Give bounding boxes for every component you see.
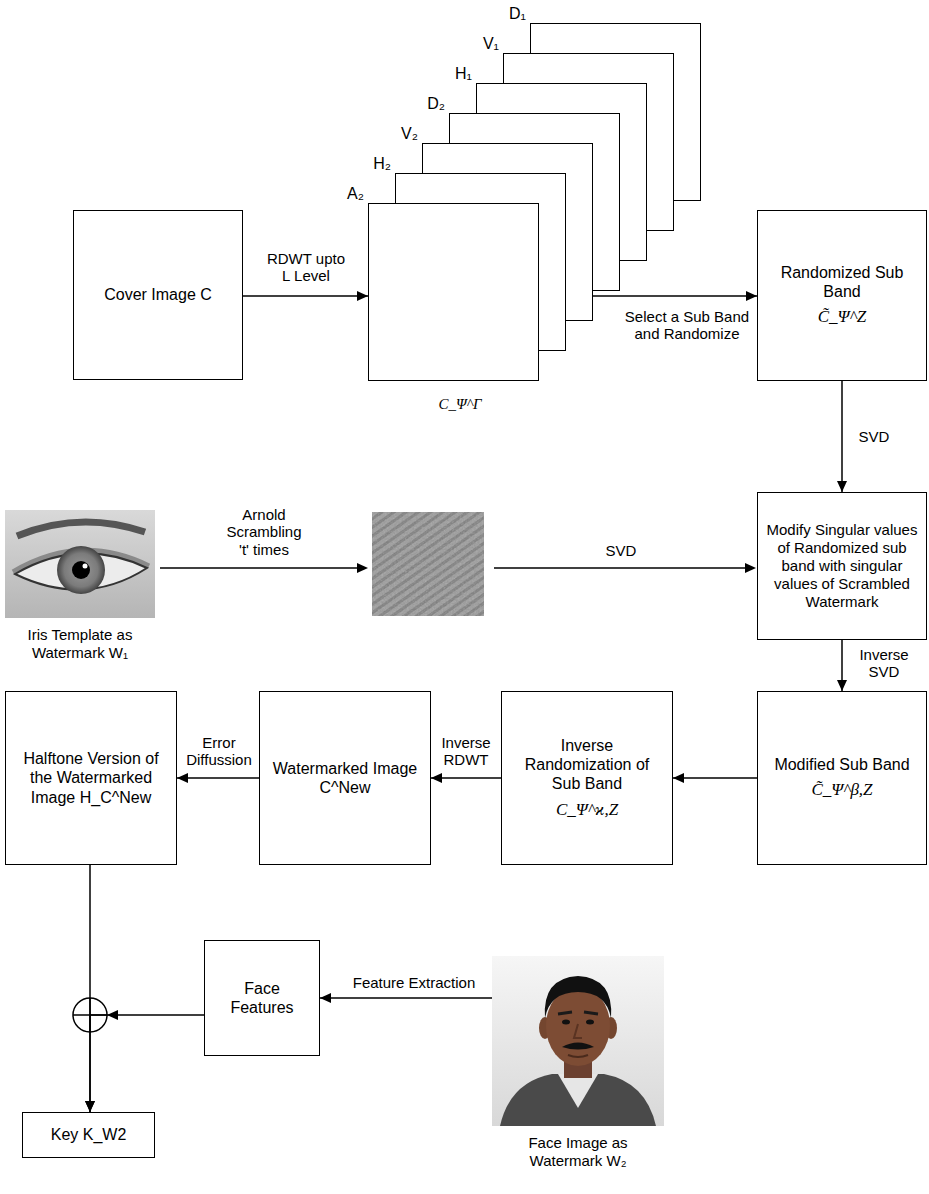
picture-caption: Face Image as Watermark W₂: [492, 1134, 664, 1170]
process-box: Inverse Randomization of Sub BandC_Ψ^ϰ,Z: [501, 691, 673, 865]
subband-label: D₂: [427, 95, 445, 113]
subband-label: A₂: [347, 185, 364, 203]
connector-arrow: [243, 291, 368, 301]
arrow-label: SVD: [596, 542, 646, 559]
subband-label: V₁: [483, 35, 499, 53]
arrow-label: Select a Sub Band and Randomize: [622, 308, 752, 343]
box-text: Randomized Sub Band: [766, 263, 918, 301]
box-text: Key K_W2: [51, 1125, 127, 1144]
subband-label: V₂: [401, 125, 418, 143]
connector-arrow: [431, 773, 501, 783]
box-text: Face Features: [213, 979, 311, 1017]
box-text: Halftone Version of the Watermarked Imag…: [14, 749, 168, 807]
connector-arrow: [85, 1015, 204, 1112]
scrambled-image: [372, 512, 484, 616]
math-symbol: C̃_Ψ^Z: [818, 307, 866, 327]
arrow-label: Error Diffussion: [180, 734, 258, 769]
process-box: Watermarked Image C^New: [259, 691, 431, 865]
arrow-label: Inverse RDWT: [434, 734, 498, 769]
connector-arrow: [837, 381, 847, 492]
svd-arrow: [494, 563, 756, 573]
subband-label: H₁: [455, 65, 472, 83]
arrow-label: Arnold Scrambling 't' times: [222, 506, 306, 558]
scramble-arrow: [160, 563, 368, 573]
process-box: Cover Image C: [73, 210, 243, 380]
arrow-label: RDWT upto L Level: [264, 250, 348, 285]
arrow-label: Inverse SVD: [852, 646, 916, 681]
picture-caption: Iris Template as Watermark W₁: [4, 626, 156, 662]
iris-picture: [5, 510, 155, 618]
process-box: Randomized Sub BandC̃_Ψ^Z: [757, 210, 927, 381]
math-symbol: C̃_Ψ^β,Z: [811, 780, 872, 800]
picture-node: Face Image as Watermark W₂: [492, 956, 664, 1170]
connector-arrow: [177, 773, 259, 783]
subband-label: H₂: [373, 155, 391, 173]
math-symbol: C_Ψ^ϰ,Z: [556, 800, 618, 820]
subband-square: A₂: [368, 203, 539, 381]
connector-arrow: [673, 773, 757, 783]
process-box: Modified Sub BandC̃_Ψ^β,Z: [757, 691, 927, 865]
box-text: Watermarked Image C^New: [268, 759, 422, 797]
box-text: Inverse Randomization of Sub Band: [510, 736, 664, 794]
face-picture: [492, 956, 664, 1126]
process-box: Modify Singular values of Randomized sub…: [757, 492, 927, 640]
process-box: Key K_W2: [22, 1112, 155, 1158]
box-text: Cover Image C: [104, 285, 212, 304]
box-text: Modify Singular values of Randomized sub…: [766, 521, 918, 611]
subband-label: D₁: [509, 5, 526, 23]
process-box: Face Features: [204, 940, 320, 1056]
process-box: Halftone Version of the Watermarked Imag…: [5, 691, 177, 865]
connector-arrow: [320, 993, 492, 1003]
picture-node: Iris Template as Watermark W₁: [4, 510, 156, 662]
box-text: Modified Sub Band: [774, 755, 909, 774]
arrow-label: SVD: [852, 428, 896, 445]
connector-arrow: [837, 640, 847, 691]
arrow-label: Feature Extraction: [343, 974, 485, 991]
subband-set-symbol: C_Ψ^Γ: [430, 396, 490, 413]
